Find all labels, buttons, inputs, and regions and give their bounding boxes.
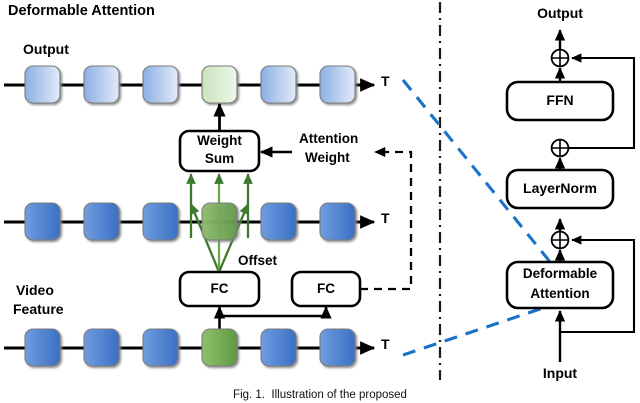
output-cell-6	[319, 65, 356, 104]
feature-cell-5	[260, 328, 297, 367]
fc-right-box	[290, 270, 362, 308]
input-residual-path	[560, 235, 636, 334]
zoom-connector-upper	[401, 79, 557, 269]
middle-row-cells	[24, 202, 356, 241]
output-cell-2	[83, 65, 120, 104]
figure-caption: Fig. 1. Illustration of the proposed	[233, 389, 407, 401]
middle-cell-3	[142, 202, 179, 241]
offset-label: Offset	[238, 253, 278, 268]
feature-cell-2	[83, 328, 120, 367]
output-cell-3	[142, 65, 179, 104]
attention-weight-label-line2: Weight	[305, 150, 350, 165]
feature-row-cells	[24, 328, 356, 367]
figure-title: Deformable Attention	[8, 3, 155, 19]
feature-cell-3	[142, 328, 179, 367]
output-row-label: Output	[23, 41, 69, 57]
output-axis-label: T	[381, 73, 390, 89]
output-row-cells	[24, 65, 356, 104]
feature-cell-6	[319, 328, 356, 367]
middle-cell-2	[83, 202, 120, 241]
video-feature-label-line2: Feature	[13, 301, 64, 317]
output-cell-5	[260, 65, 297, 104]
weight-sum-box	[178, 129, 261, 173]
video-feature-label-line1: Video	[16, 282, 54, 298]
output-cell-1	[24, 65, 61, 104]
feature-to-fc-right-path	[218, 305, 332, 329]
feature-axis-label: T	[381, 336, 390, 352]
fc-left-box	[178, 270, 261, 308]
layernorm-block	[505, 168, 615, 210]
feature-cell-1	[24, 328, 61, 367]
ffn-residual-path	[560, 53, 636, 150]
attention-weight-label-line1: Attention	[299, 131, 359, 146]
middle-cell-5	[260, 202, 297, 241]
deformable-attention-block	[505, 260, 615, 310]
attention-weight-dashed-path	[360, 146, 413, 291]
middle-cell-6	[319, 202, 356, 241]
middle-axis-label: T	[381, 210, 390, 226]
feature-cell-4	[201, 328, 238, 367]
ffn-block	[505, 80, 615, 122]
zoom-connector-lower	[402, 303, 553, 357]
middle-cell-1	[24, 202, 61, 241]
middle-cell-4	[201, 202, 238, 241]
output-cell-4	[201, 65, 238, 104]
